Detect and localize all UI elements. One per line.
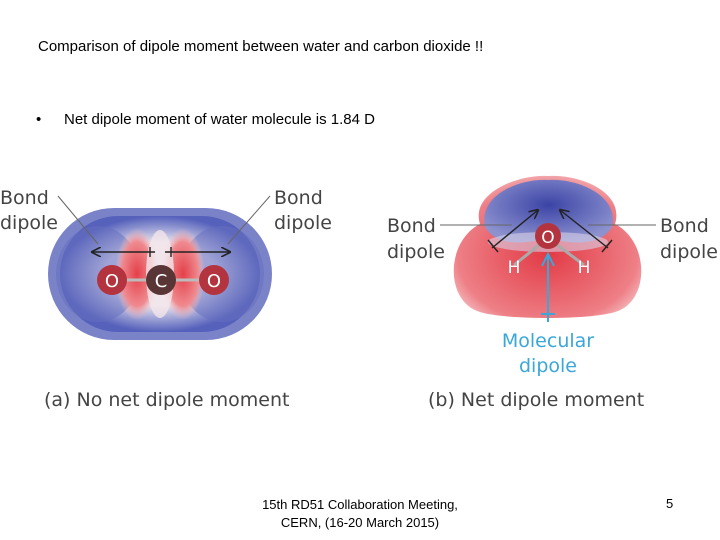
atom-h-right-label: H [578,258,591,278]
atom-c-label: C [155,271,168,292]
co2-leader-right [227,195,271,245]
footer-meeting-info: 15th RD51 Collaboration Meeting, CERN, (… [230,496,490,532]
atom-o-left-label: O [105,271,119,292]
co2-bond-label-left-line2: dipole [0,212,58,234]
co2-bond-label-right-line2: dipole [274,212,332,234]
molecular-dipole-label-line2: dipole [519,355,577,377]
co2-caption: (a) No net dipole moment [44,389,289,411]
bullet-item: • Net dipole moment of water molecule is… [36,111,375,128]
water-bond-label-left-line1: Bond [387,215,436,237]
footer-line-1: 15th RD51 Collaboration Meeting, [262,497,458,512]
water-molecule: O H H Molecular dipole Bond dipole Bond … [387,175,718,411]
water-bond-label-right-line2: dipole [660,241,718,263]
slide-title: Comparison of dipole moment between wate… [38,38,484,55]
atom-o-left [97,265,127,295]
atom-o-right [199,265,229,295]
footer-line-2: CERN, (16-20 March 2015) [280,515,440,530]
co2-positive-region-left [115,228,159,320]
bullet-marker: • [36,111,42,128]
co2-bond-label-right-line1: Bond [274,187,323,209]
water-bond-dipole-left [491,210,538,249]
atom-o-water [535,223,561,249]
atom-h-left-label: H [508,258,521,278]
water-caption: (b) Net dipole moment [428,389,644,411]
co2-bond-label-left-line1: Bond [0,187,49,209]
page-number: 5 [666,496,674,511]
atom-o-water-label: O [541,228,554,248]
co2-molecule: O C O Bond dipole Bond dipole (a) No net… [0,187,332,411]
co2-positive-region-right [161,228,205,320]
water-bond-label-right-line1: Bond [660,215,709,237]
bullet-text: Net dipole moment of water molecule is 1… [64,111,375,128]
water-bond-dipole-right [560,210,609,249]
atom-o-right-label: O [207,271,221,292]
dipole-figure: O C O Bond dipole Bond dipole (a) No net… [0,175,718,411]
co2-leader-left [57,195,99,245]
atom-c [146,265,176,295]
water-bond-label-left-line2: dipole [387,241,445,263]
molecular-dipole-label-line1: Molecular [502,330,594,352]
